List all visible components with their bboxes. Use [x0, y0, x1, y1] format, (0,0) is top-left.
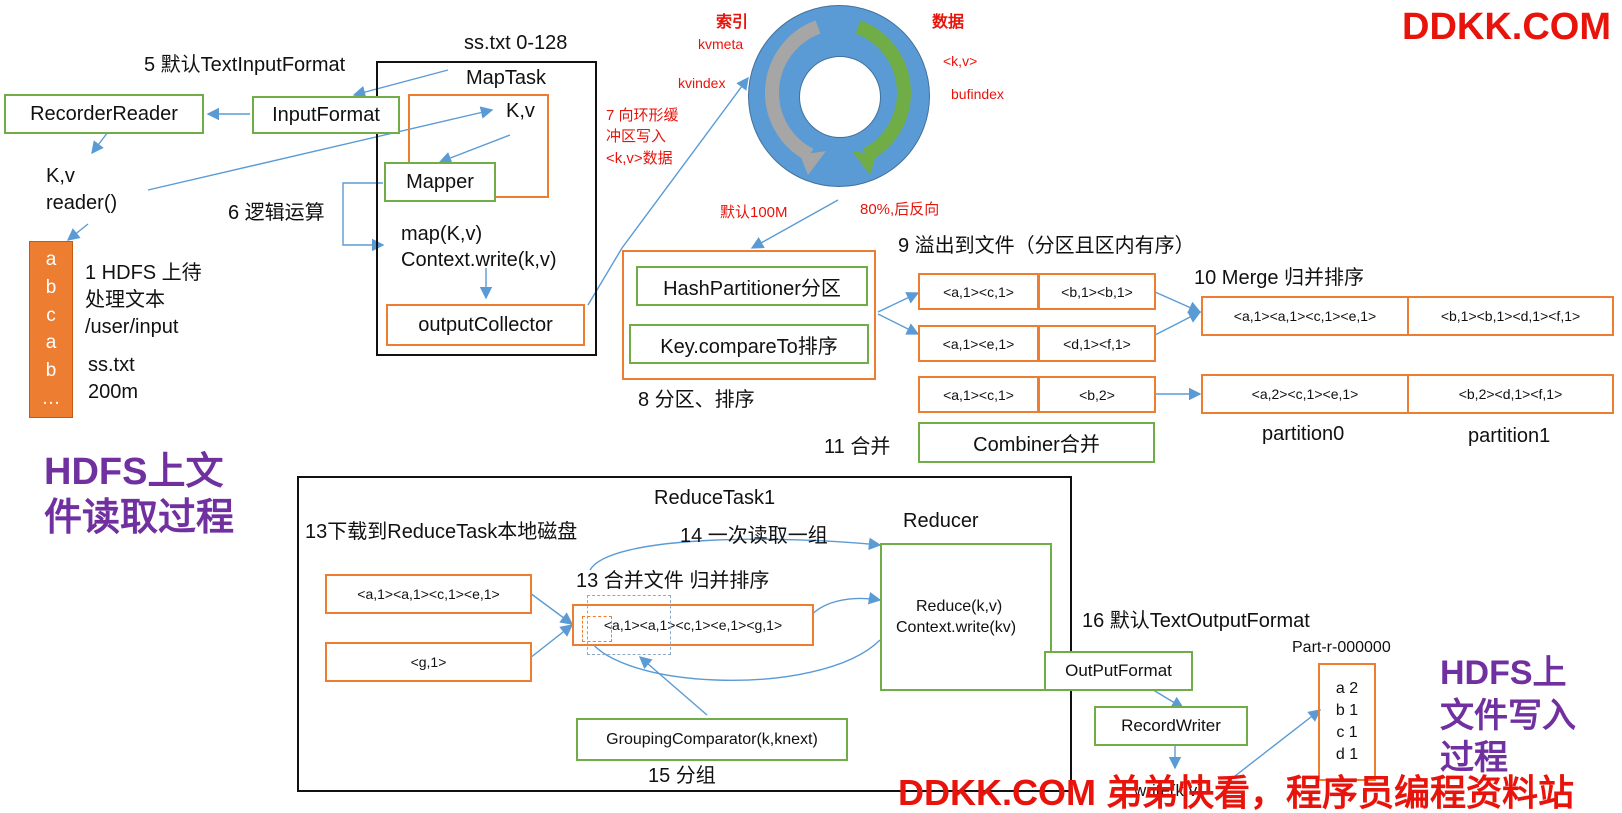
default-size-label: 默认100M [720, 204, 788, 221]
merged-sorted-file: <a,1><a,1><c,1><e,1><g,1> [572, 604, 814, 646]
group-window [587, 595, 671, 655]
write-note: <k,v>数据 [606, 150, 673, 167]
spill-cell: <a,1><e,1> [918, 325, 1039, 362]
map-call: map(K,v) [401, 223, 483, 245]
write-note: 7 向环形缓 [606, 107, 679, 124]
kvindex-label: kvindex [678, 75, 726, 91]
default-output-format-label: 16 默认TextOutputFormat [1082, 610, 1310, 632]
spill-cell: <d,1><f,1> [1038, 325, 1156, 362]
partition-sort-label: 8 分区、排序 [638, 389, 755, 411]
threshold-label: 80%,后反向 [860, 201, 940, 218]
write-call: write(k,v) [1134, 781, 1203, 800]
grouping-label: 15 分组 [648, 765, 716, 787]
index-arrow [765, 20, 821, 162]
data-arrow-head [852, 151, 876, 175]
current-key-window [582, 616, 612, 642]
reducetask-frame [297, 476, 1072, 792]
spill-label: 9 溢出到文件（分区且区内有序） [898, 235, 1195, 257]
partition0-label: partition0 [1262, 423, 1345, 445]
result-line: b 1 [1335, 702, 1359, 719]
result-line: a 2 [1335, 680, 1359, 697]
hdfs-input-file: a b c a b … [29, 241, 73, 418]
file-char: b [45, 360, 57, 382]
file-size: 200m [88, 381, 139, 403]
file-char: c [46, 304, 56, 326]
watermark-top: DDKK.COM [1402, 6, 1611, 48]
reduce-input-1: <a,1><a,1><c,1><e,1> [325, 574, 532, 614]
grouping-comparator: GroupingComparator(k,knext) [576, 718, 848, 761]
reduce-input-2: <g,1> [325, 642, 532, 682]
index-label: 索引 [716, 14, 749, 31]
merge-label: 10 Merge 归并排序 [1194, 267, 1365, 289]
kv-left-label: K,v [46, 165, 75, 187]
maptask-title: MapTask [466, 67, 547, 89]
file-char: a [45, 248, 57, 270]
context-write-kv: Context.write(kv) [896, 619, 1017, 636]
download-label: 13下载到ReduceTask本地磁盘 [305, 521, 578, 543]
spill-cell: <a,1><c,1> [918, 273, 1039, 310]
input-format: InputFormat [252, 96, 400, 134]
file-char: b [45, 276, 57, 298]
reducetask-title: ReduceTask1 [654, 487, 776, 509]
reduce-call: Reduce(k,v) [916, 598, 1003, 615]
part-file: a 2 b 1 c 1 d 1 [1318, 663, 1376, 781]
part-file-label: Part-r-000000 [1292, 639, 1391, 656]
record-writer: RecordWriter [1094, 706, 1248, 746]
heading-read: HDFS上文件读取过程 [44, 451, 235, 539]
file-char: a [45, 332, 57, 354]
result-line: c 1 [1336, 724, 1358, 741]
default-input-format-label: 5 默认TextInputFormat [144, 54, 346, 76]
data-label: 数据 [932, 14, 965, 31]
watermark-bottom: DDKK.COM 弟弟快看，程序员编程资料站 [898, 772, 1574, 813]
hash-partitioner: HashPartitioner分区 [636, 266, 868, 306]
file-name: ss.txt [88, 354, 135, 376]
combine-label: 11 合并 [824, 436, 891, 458]
bufindex-label: bufindex [951, 86, 1004, 102]
ring-buffer-hole [799, 56, 881, 138]
heading-write: HDFS上文件写入过程 [1440, 654, 1576, 777]
reducer-title: Reducer [903, 510, 979, 532]
file-char: … [41, 388, 61, 410]
output-collector: outputCollector [386, 304, 585, 346]
data-arrow [855, 20, 911, 162]
read-group-label: 14 一次读取一组 [680, 525, 828, 547]
key-compare-sort: Key.compareTo排序 [629, 324, 869, 364]
merge-cell: <b,1><b,1><d,1><f,1> [1407, 296, 1614, 336]
hdfs-input-label: 处理文本 [85, 289, 165, 311]
merge-cell: <b,2><d,1><f,1> [1407, 374, 1614, 414]
hdfs-input-path: /user/input [85, 316, 179, 338]
mapper: Mapper [384, 162, 496, 202]
index-arrow-head [800, 151, 826, 175]
spill-cell: <b,1><b,1> [1038, 273, 1156, 310]
split-label: ss.txt 0-128 [464, 32, 568, 54]
merge-files-label: 13 合并文件 归并排序 [576, 570, 770, 592]
reducer-box [880, 543, 1052, 691]
context-write-call: Context.write(k,v) [401, 249, 557, 271]
ring-arrows [765, 20, 911, 175]
spill-cell: <b,2> [1038, 376, 1156, 413]
combiner: Combiner合并 [918, 422, 1155, 463]
spill-cell: <a,1><c,1> [918, 376, 1039, 413]
result-line: d 1 [1335, 746, 1359, 763]
recorder-reader: RecorderReader [4, 94, 204, 134]
partition1-label: partition1 [1468, 425, 1551, 447]
merge-cell: <a,1><a,1><c,1><e,1> [1201, 296, 1409, 336]
hdfs-input-label: 1 HDFS 上待 [85, 262, 202, 284]
reader-call: reader() [46, 192, 118, 214]
merge-cell: <a,2><c,1><e,1> [1201, 374, 1409, 414]
logic-label: 6 逻辑运算 [228, 202, 325, 224]
kvmeta-label: kvmeta [698, 36, 744, 52]
partition-sort-frame [622, 250, 876, 380]
output-format: OutPutFormat [1044, 651, 1193, 691]
maptask-frame [376, 61, 597, 356]
write-note: 冲区写入 [606, 128, 667, 145]
kv-label: <k,v> [943, 53, 978, 69]
kv-top-label: K,v [506, 100, 535, 122]
